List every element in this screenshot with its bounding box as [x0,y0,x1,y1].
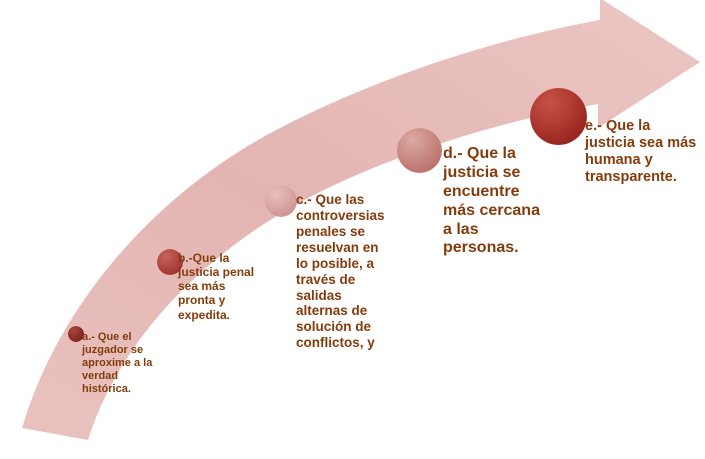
node-label-b: b.-Que la justicia penal sea más pronta … [178,251,255,322]
node-dot-e [530,88,587,145]
node-label-c: c.- Que las controversias penales se res… [296,192,385,351]
node-dot-d [397,128,442,173]
node-label-e: e.- Que la justicia sea más humana y tra… [585,118,697,186]
node-dot-c [265,185,297,217]
node-dot-a [68,326,84,342]
node-dot-b [157,249,183,275]
node-label-d: d.- Que la justicia se encuentre más cer… [443,145,540,257]
node-label-a: a.- Que el juzgador se aproxime a la ver… [82,331,153,395]
